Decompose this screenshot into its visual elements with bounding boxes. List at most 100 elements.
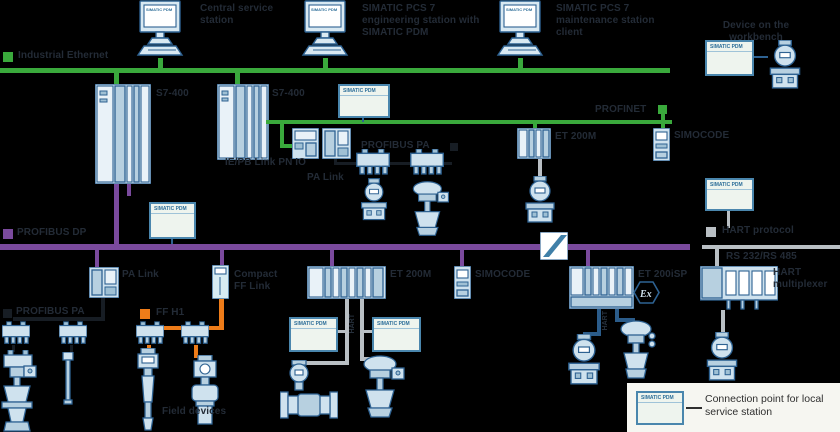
profinet-elbow-iepb	[280, 144, 292, 148]
hart-bus-label-vertical: HART	[349, 314, 356, 334]
pdm-profinet-stub	[362, 118, 364, 122]
pdm-window-title: SIMATIC PDM	[638, 393, 682, 403]
ff-device-stub	[194, 345, 198, 358]
ethernet-drop-computer1	[158, 58, 163, 68]
pdm-window-hart-right: SIMATIC PDM	[372, 317, 421, 352]
pdm-window-dp: SIMATIC PDM	[149, 202, 196, 239]
simocode-bottom-module	[454, 266, 471, 299]
monitor-screen-title: SIMATIC PDM	[506, 7, 533, 12]
isp-hart-elbow-2	[619, 318, 635, 322]
hart-protocol-color-chip	[706, 227, 716, 237]
pdm-hart-stub-left	[337, 330, 345, 333]
central-service-station-computer: SIMATIC PDM	[128, 0, 192, 58]
dp-drop-simocode	[460, 250, 464, 268]
hart-valve-device	[356, 354, 410, 420]
hart-transmitter-device	[522, 176, 558, 224]
pdm-window-title: SIMATIC PDM	[291, 319, 336, 329]
profibus-pa-bottom-chip	[3, 309, 12, 318]
plc-right-label: S7-400	[272, 88, 305, 99]
profibus-pa-top-label: PROFIBUS PA	[361, 140, 430, 151]
pdm-window-title: SIMATIC PDM	[340, 86, 388, 96]
profibus-pa-color-chip	[450, 143, 458, 151]
pdm-window-workbench: SIMATIC PDM	[705, 40, 754, 76]
profibus-pa-bottom-bus	[13, 317, 105, 321]
workbench-transmitter-device	[766, 40, 804, 90]
ff-junction-box	[136, 321, 164, 345]
pa-link-bottom-label: PA Link	[122, 269, 159, 280]
pa-junction-box	[59, 321, 87, 345]
monitor-screen-title: SIMATIC PDM	[146, 7, 173, 12]
ie-pb-link-module	[292, 128, 319, 159]
profinet-bus	[266, 120, 672, 124]
dp-riser-plc-left	[114, 184, 119, 244]
maintenance-client-label: SIMATIC PCS 7 maintenance station client	[556, 3, 655, 38]
pa-link-module-top	[322, 128, 351, 159]
legend-pdm-icon: SIMATIC PDM	[636, 391, 684, 425]
pa-control-valve-device	[0, 350, 38, 432]
industrial-ethernet-bus	[0, 68, 670, 73]
ff-ultrasonic-device	[134, 348, 162, 432]
ff-transmitter-device	[186, 355, 226, 429]
pa-link-top-label: PA Link	[307, 172, 344, 183]
profibus-dp-bus	[0, 244, 690, 250]
legend-dash	[686, 407, 702, 409]
dp-drop-et200isp	[586, 250, 590, 268]
pa-junction-box	[356, 149, 390, 175]
compact-ff-link-module	[212, 265, 229, 299]
legend-box: SIMATIC PDM Connection point for local s…	[627, 383, 840, 432]
pa-junction-box	[2, 321, 30, 345]
pdm-window-title: SIMATIC PDM	[707, 180, 752, 190]
industrial-ethernet-label: Industrial Ethernet	[18, 50, 109, 61]
simocode-top-label: SIMOCODE	[674, 130, 730, 141]
simocode-top-module	[653, 128, 670, 161]
pa-junction-box	[410, 149, 444, 175]
hart-line-2	[360, 299, 364, 361]
et200m-top-label: ET 200M	[555, 131, 597, 142]
pa-probe-device	[60, 352, 76, 406]
field-devices-label: Field devices	[162, 406, 227, 417]
profinet-drop-iepb	[280, 124, 284, 148]
profibus-pa-top-bus	[334, 162, 452, 165]
pa-transmitter-device	[358, 178, 390, 222]
hart-protocol-label: HART protocol	[722, 225, 794, 236]
dp-drop-et200m	[330, 250, 334, 268]
profinet-drop-et200m	[533, 124, 537, 130]
pdm-hart-stub	[727, 211, 730, 228]
profinet-label: PROFINET	[595, 104, 647, 115]
profinet-color-chip	[658, 105, 667, 114]
et200m-top-rack	[517, 128, 551, 159]
legend-caption: Connection point for local service stati…	[705, 393, 824, 419]
pdm-window-title: SIMATIC PDM	[707, 42, 752, 52]
profinet-drop-simocode	[661, 114, 665, 129]
ethernet-drop-plc-left	[114, 73, 119, 84]
pdm-window-title: SIMATIC PDM	[374, 319, 419, 329]
hart-mux-device-line	[721, 310, 725, 334]
pdm-window-hart: SIMATIC PDM	[705, 178, 754, 211]
pdm-hart-stub-right	[364, 330, 372, 333]
ethernet-drop-computer3	[518, 58, 523, 68]
ex-marking-text: Ex	[639, 289, 652, 300]
et200m-bottom-rack	[307, 266, 386, 299]
plc-rack-left	[95, 84, 151, 184]
monitor-screen-title: SIMATIC PDM	[311, 7, 338, 12]
pa-link-bottom-module	[89, 267, 119, 298]
ethernet-drop-plc-right	[235, 73, 240, 84]
hart-multiplexer-label: HART multiplexer	[773, 267, 828, 290]
pa-bottom-riser	[101, 298, 105, 320]
isp-hart-line-1	[597, 309, 601, 336]
ethernet-drop-computer2	[323, 58, 328, 68]
plc-left-label: S7-400	[156, 88, 189, 99]
workbench-connection-line	[754, 56, 768, 58]
profibus-pa-bottom-label: PROFIBUS PA	[16, 306, 85, 317]
ff-junction-box	[181, 321, 209, 345]
hart-elbow-flowmeter	[294, 361, 347, 365]
ff-riser	[219, 299, 224, 328]
ff-h1-color-chip	[140, 309, 150, 319]
ff-h1-label: FF H1	[156, 307, 185, 318]
ie-pb-link-label: IE/PB Link PN IO	[225, 157, 307, 168]
profibus-dp-label: PROFIBUS DP	[17, 227, 87, 238]
isp-valve-device	[616, 320, 660, 382]
pdm-window-profinet: SIMATIC PDM	[338, 84, 390, 118]
pa-device-stub	[70, 345, 73, 354]
industrial-ethernet-color-chip	[3, 52, 13, 62]
